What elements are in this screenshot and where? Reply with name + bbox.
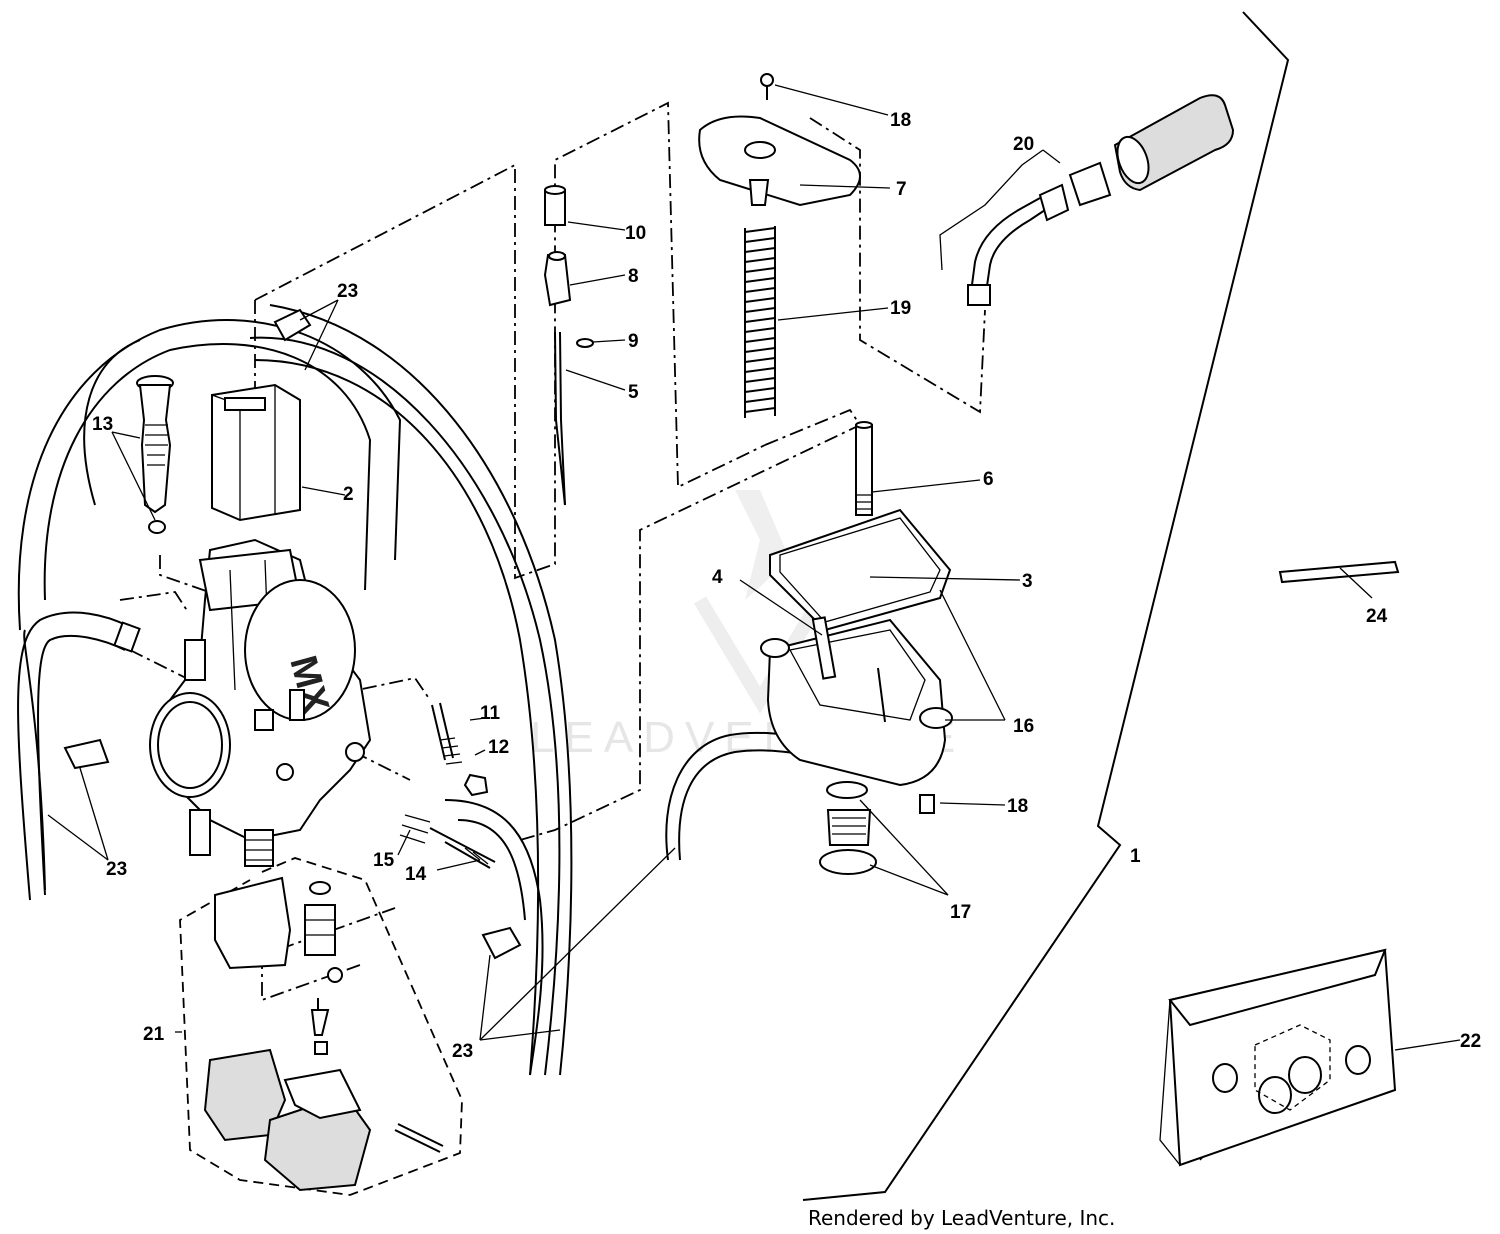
callout-16: 16	[1013, 716, 1034, 737]
callout-7: 7	[896, 179, 907, 200]
screws-11-12-14-15	[399, 702, 496, 869]
rendered-by-credit: Rendered by LeadVenture, Inc.	[808, 1206, 1115, 1230]
hose-clips	[63, 308, 522, 960]
callout-10: 10	[625, 223, 646, 244]
callout-13: 13	[92, 414, 113, 435]
callout-6: 6	[983, 469, 994, 490]
callout-21: 21	[143, 1024, 165, 1045]
callout-22: 22	[1460, 1031, 1481, 1052]
part-24-strap	[1278, 560, 1400, 584]
callout-8: 8	[628, 266, 639, 287]
callout-2: 2	[343, 484, 354, 505]
callout-15: 15	[373, 850, 395, 871]
callout-9: 9	[628, 331, 639, 352]
assembly-bracket	[802, 11, 1290, 1201]
callout-18-top: 18	[890, 110, 911, 131]
callout-23-bottom: 23	[452, 1041, 473, 1062]
callout-labels: 1 2 3 4 5 6 7 8 9 10 11 12 13 14 15 16 1…	[92, 110, 1481, 1062]
callout-12: 12	[488, 737, 509, 758]
callout-23-left: 23	[106, 859, 127, 880]
leader-lines	[47, 84, 1461, 1051]
callout-24: 24	[1366, 606, 1388, 627]
carburetor-body: MX	[149, 538, 372, 867]
float-bowl-assembly	[760, 421, 953, 875]
callout-4: 4	[712, 567, 723, 588]
callout-19: 19	[890, 298, 911, 319]
callout-1: 1	[1130, 846, 1141, 867]
callout-23-top: 23	[337, 281, 358, 302]
callout-11: 11	[480, 703, 501, 724]
callout-18-bottom: 18	[1007, 796, 1028, 817]
callout-3: 3	[1022, 571, 1033, 592]
callout-5: 5	[628, 382, 639, 403]
callout-14: 14	[405, 864, 427, 885]
part-2-block	[211, 383, 301, 522]
cable-fitting-20	[967, 94, 1235, 306]
spring-19	[744, 226, 776, 418]
slide-cap-and-spring	[698, 73, 861, 418]
needle-stack	[543, 185, 594, 506]
callout-17: 17	[950, 902, 971, 923]
vent-hoses	[17, 304, 811, 1076]
part-22-card	[1159, 948, 1397, 1167]
callout-20: 20	[1013, 134, 1034, 155]
part-21-assembly	[203, 876, 444, 1192]
part-13-screw	[136, 375, 174, 534]
